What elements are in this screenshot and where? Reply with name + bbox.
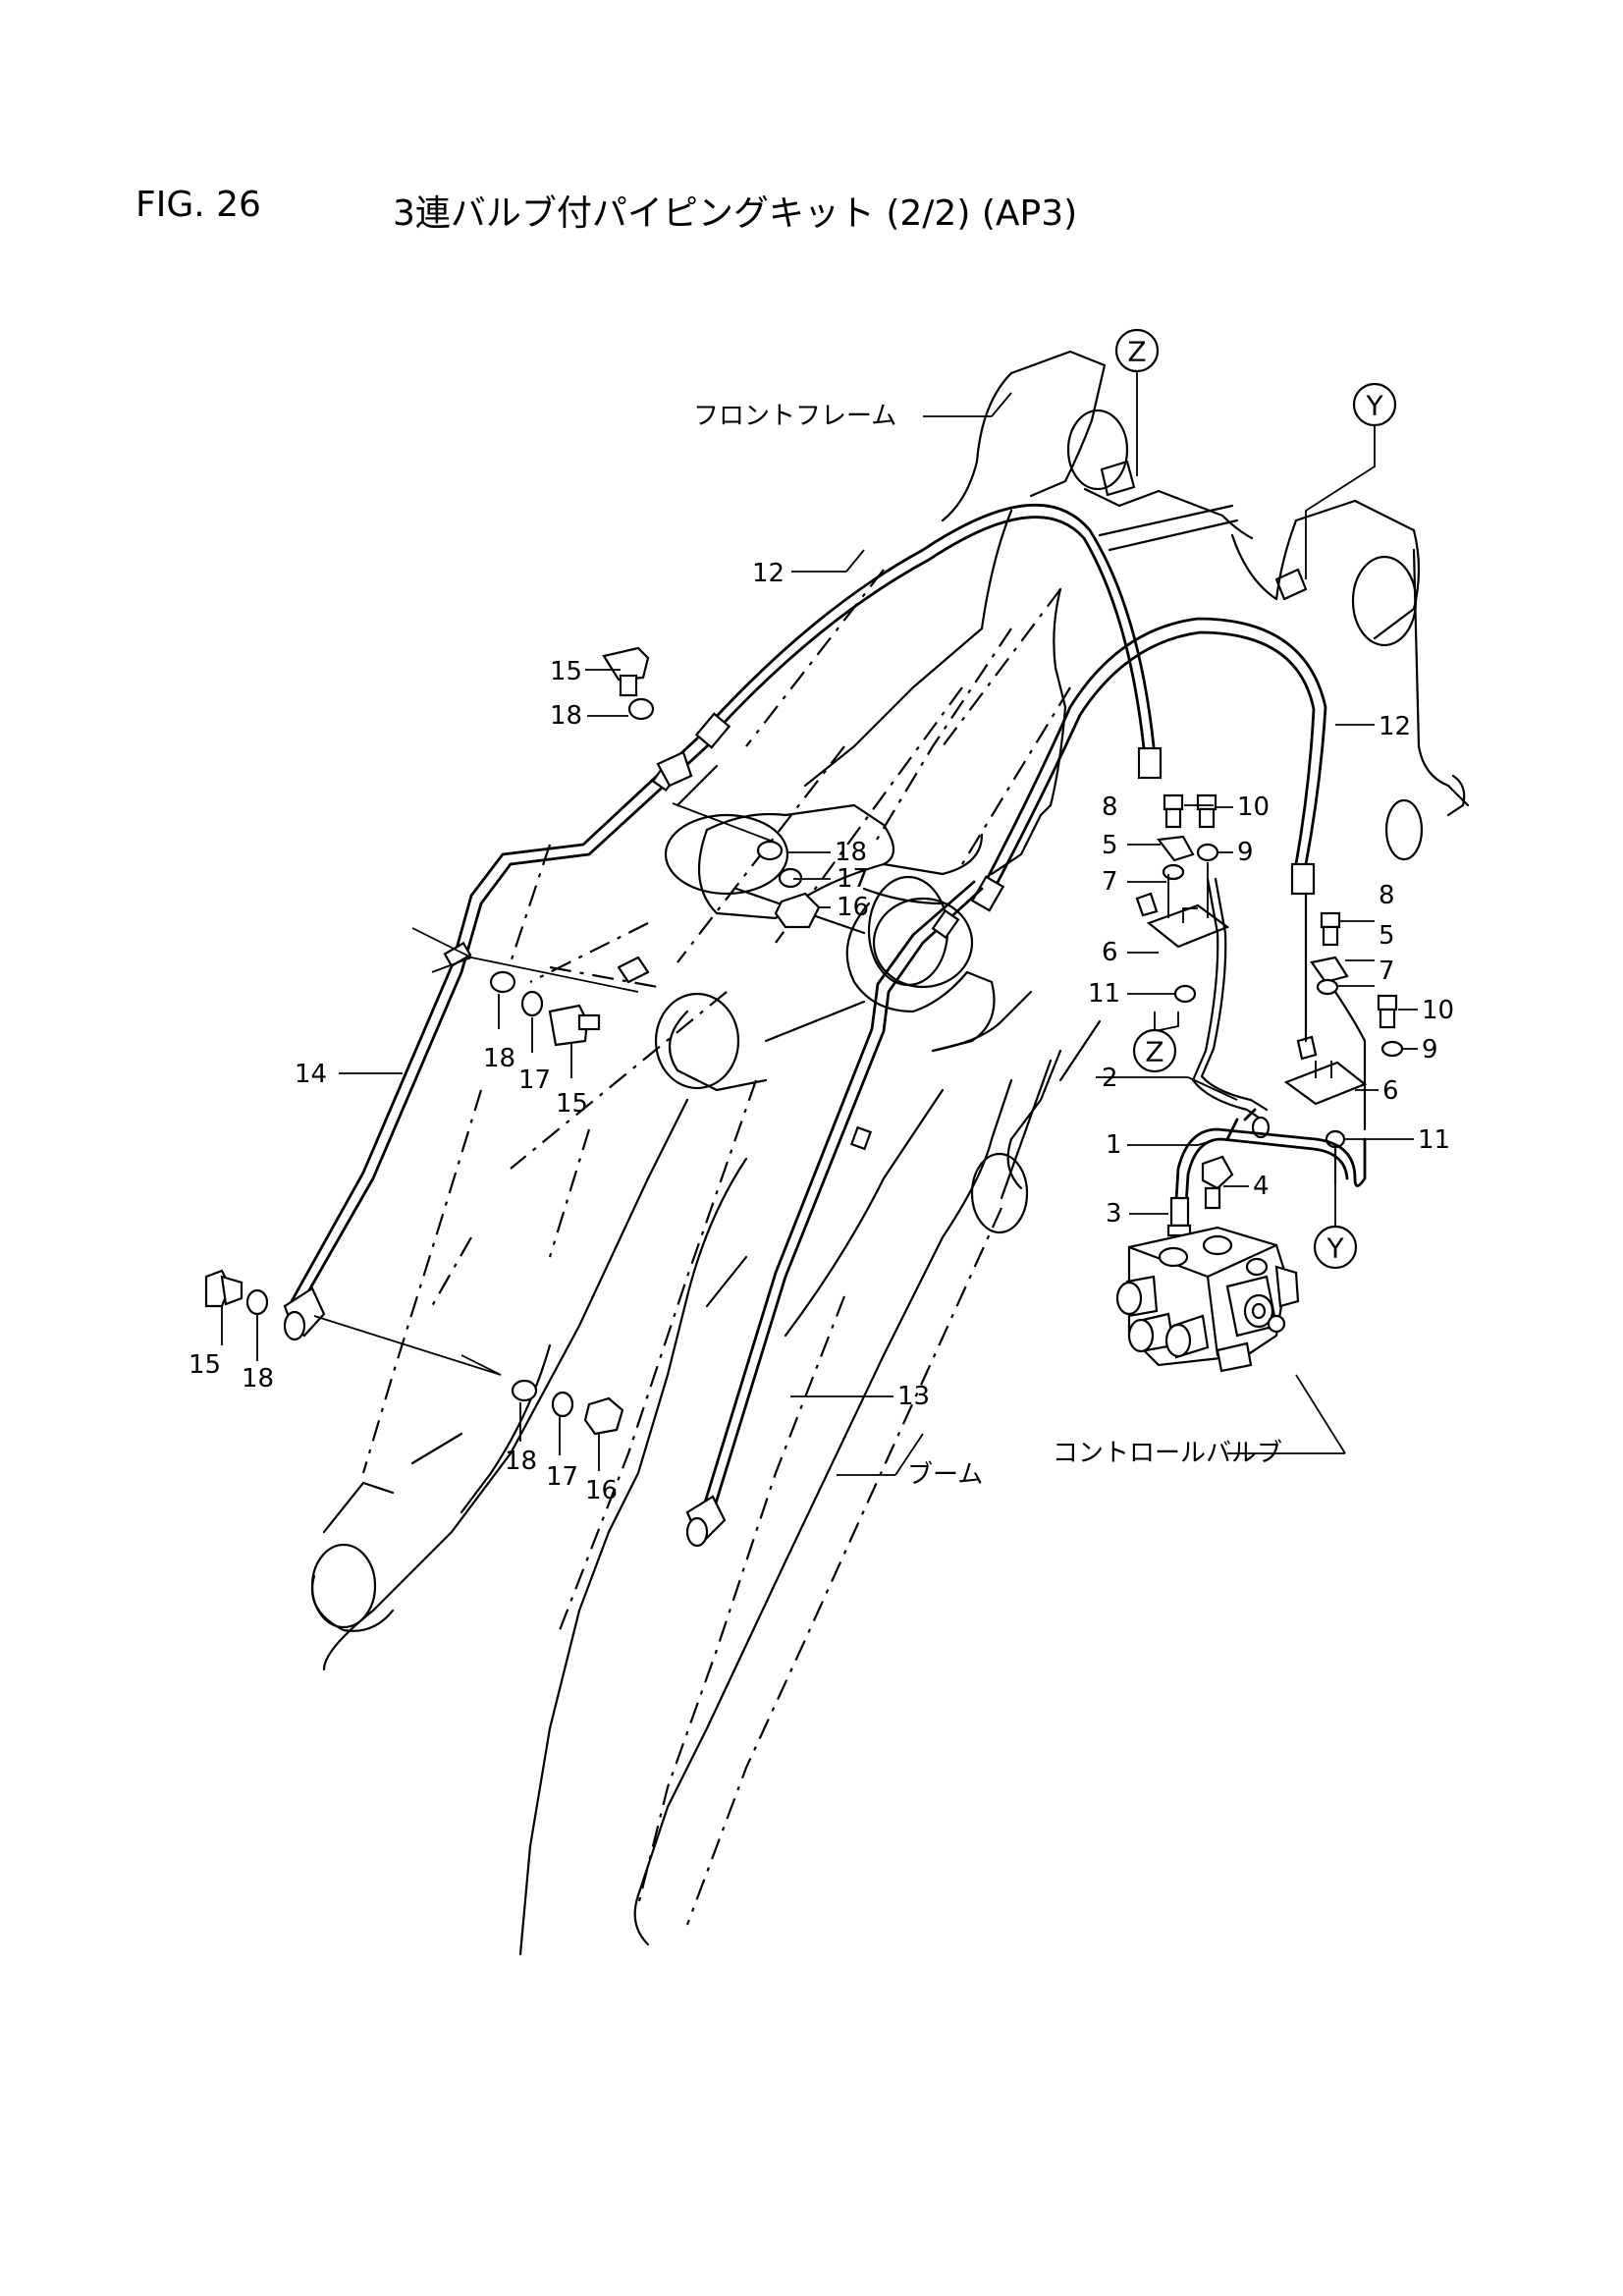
callouts: 12 15 18 18 17 16 14 18 17 15 15 18 18 1… <box>189 559 1454 1505</box>
callout-label: 5 <box>1379 921 1395 951</box>
callout-label: 8 <box>1379 881 1395 910</box>
callout-label: 7 <box>1102 867 1118 897</box>
callout-label: 4 <box>1253 1172 1270 1201</box>
callout-label: 3 <box>1106 1199 1122 1229</box>
callout-label: 15 <box>189 1350 221 1380</box>
view-ref-z-top: Z <box>1114 328 1160 373</box>
view-ref-y-bottom: Y <box>1313 1225 1358 1270</box>
pipe-14 <box>283 737 709 1341</box>
callout-label: 12 <box>752 559 784 588</box>
boom-label: ブーム <box>907 1460 983 1490</box>
pipe-13 <box>685 880 984 1548</box>
hose-12-right <box>970 617 1327 912</box>
boom-outline <box>310 569 1102 1956</box>
callout-label: 8 <box>1102 793 1118 822</box>
callout-label: 6 <box>1102 938 1118 967</box>
callout-label: 5 <box>1102 831 1118 860</box>
callout-label: 16 <box>837 893 869 922</box>
callout-label: 7 <box>1379 957 1395 986</box>
callout-label: 11 <box>1088 979 1120 1009</box>
callout-label: 13 <box>897 1382 930 1411</box>
callout-label: 9 <box>1237 838 1254 867</box>
control-valve-body <box>1115 1226 1300 1373</box>
leader-lines <box>221 392 1418 1476</box>
hose-12-left <box>694 504 1163 780</box>
callout-label: 9 <box>1422 1035 1438 1065</box>
callout-label: 12 <box>1379 712 1411 741</box>
view-ref-label: Z <box>1145 1036 1163 1068</box>
callout-label: 18 <box>550 701 582 731</box>
callout-label: 16 <box>585 1476 618 1505</box>
callout-label: 6 <box>1382 1076 1399 1106</box>
left-hardware <box>204 646 821 1436</box>
callout-label: 18 <box>483 1044 515 1073</box>
callout-label: 18 <box>242 1364 274 1394</box>
callout-label: 15 <box>556 1089 588 1119</box>
callout-label: 2 <box>1102 1064 1118 1093</box>
view-ref-label: Y <box>1325 1232 1344 1265</box>
right-hardware-upper <box>1135 793 1271 1139</box>
front-frame-label: フロントフレーム <box>693 402 896 431</box>
callout-label: 1 <box>1106 1130 1122 1160</box>
callout-label: 15 <box>550 657 582 686</box>
callout-label: 10 <box>1237 793 1270 822</box>
callout-label: 11 <box>1418 1125 1450 1155</box>
figure-number: FIG. 26 <box>135 185 261 225</box>
right-hardware-lower <box>1283 892 1404 1185</box>
control-valve-label: コントロールバルブ <box>1053 1439 1282 1468</box>
pipes-1-2 <box>1163 1108 1367 1267</box>
view-ref-z-bottom: Z <box>1132 1028 1177 1073</box>
callout-label: 17 <box>518 1066 551 1095</box>
callout-label: 14 <box>295 1060 327 1089</box>
view-ref-label: Y <box>1365 390 1383 422</box>
callout-label: 17 <box>837 864 869 894</box>
front-frame-outline <box>941 350 1470 861</box>
boom-cylinder <box>509 686 984 989</box>
view-ref-y-top: Y <box>1352 382 1397 427</box>
callout-label: 18 <box>505 1447 537 1476</box>
callout-label: 18 <box>835 838 867 867</box>
view-ref-label: Z <box>1127 336 1146 368</box>
callout-label: 10 <box>1422 996 1454 1025</box>
figure-title: 3連バルブ付パイピングキット (2/2) (AP3) <box>393 193 1078 234</box>
callout-label: 17 <box>546 1462 578 1492</box>
